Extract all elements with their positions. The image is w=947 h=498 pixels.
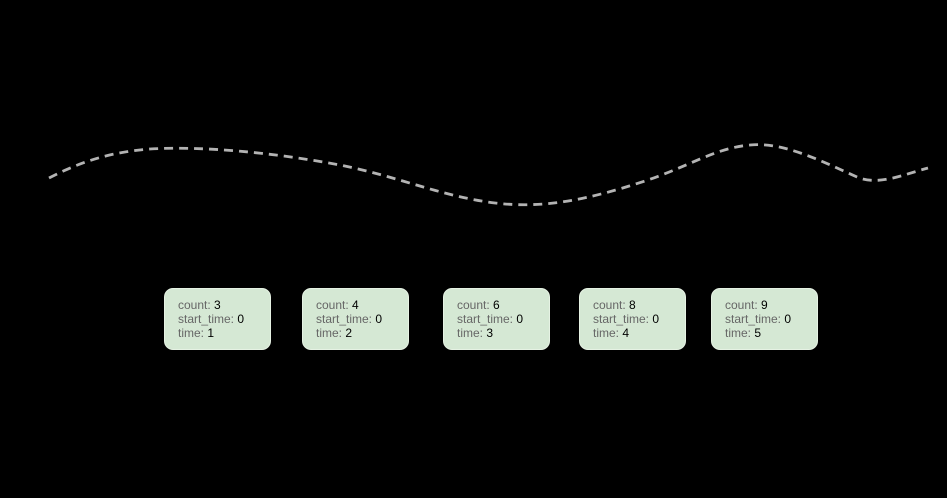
time-label: time: [316,326,343,340]
time-row: time: 2 [316,326,408,340]
count-value: 9 [761,298,768,312]
time-row: time: 5 [725,326,817,340]
time-label: time: [457,326,484,340]
count-row: count: 9 [725,298,817,312]
count-row: count: 4 [316,298,408,312]
start-time-value: 0 [784,312,792,326]
start-time-label: start_time: [178,312,235,326]
time-value: 4 [622,326,630,340]
count-label: count: [457,298,490,312]
time-value: 3 [486,326,494,340]
state-node-2: count: 4 start_time: 0 time: 2 [302,288,409,350]
count-value: 3 [214,298,221,312]
start-time-row: start_time: 0 [178,312,270,326]
start-time-value: 0 [516,312,524,326]
time-row: time: 4 [593,326,685,340]
start-time-label: start_time: [457,312,514,326]
state-node-4: count: 8 start_time: 0 time: 4 [579,288,686,350]
count-row: count: 8 [593,298,685,312]
start-time-row: start_time: 0 [725,312,817,326]
start-time-value: 0 [652,312,660,326]
start-time-label: start_time: [725,312,782,326]
count-row: count: 6 [457,298,549,312]
time-row: time: 1 [178,326,270,340]
time-value: 2 [345,326,353,340]
count-value: 6 [493,298,500,312]
time-label: time: [593,326,620,340]
count-value: 8 [629,298,636,312]
time-label: time: [725,326,752,340]
state-node-1: count: 3 start_time: 0 time: 1 [164,288,271,350]
state-node-3: count: 6 start_time: 0 time: 3 [443,288,550,350]
start-time-value: 0 [237,312,245,326]
count-label: count: [725,298,758,312]
start-time-value: 0 [375,312,383,326]
count-row: count: 3 [178,298,270,312]
time-value: 1 [207,326,215,340]
start-time-label: start_time: [316,312,373,326]
count-value: 4 [352,298,359,312]
start-time-row: start_time: 0 [316,312,408,326]
count-label: count: [593,298,626,312]
time-label: time: [178,326,205,340]
dashed-curve [48,143,929,207]
time-value: 5 [754,326,762,340]
start-time-row: start_time: 0 [457,312,549,326]
count-label: count: [316,298,349,312]
state-node-5: count: 9 start_time: 0 time: 5 [711,288,818,350]
time-row: time: 3 [457,326,549,340]
count-label: count: [178,298,211,312]
start-time-row: start_time: 0 [593,312,685,326]
start-time-label: start_time: [593,312,650,326]
